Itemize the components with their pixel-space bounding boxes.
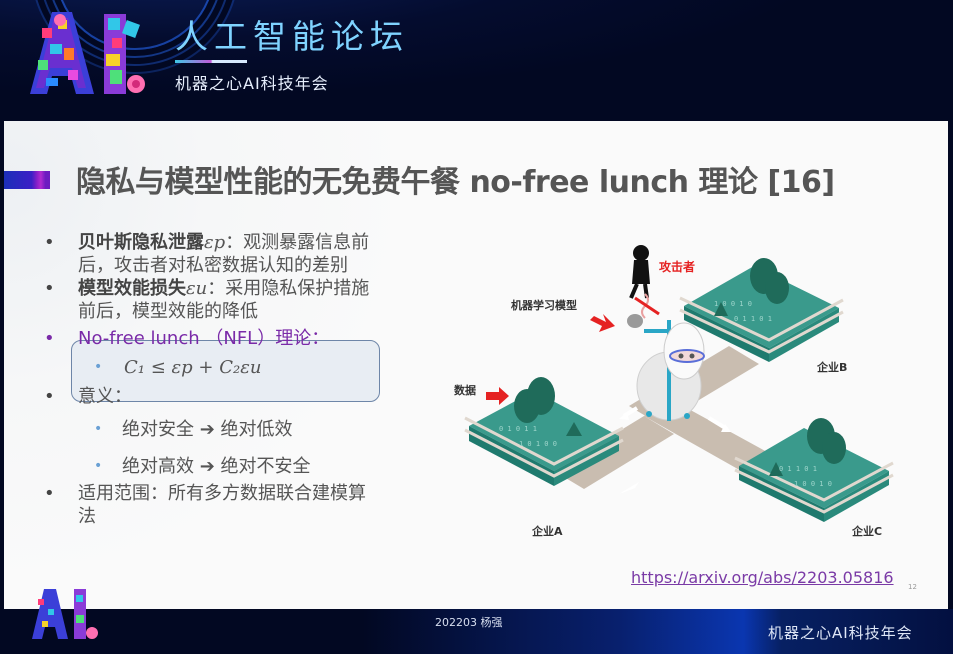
nfl-formula: C₁ ≤ εp + C₂εu	[124, 357, 262, 378]
ai-logo-small-icon	[32, 589, 98, 639]
bullet-text: 法	[78, 506, 96, 527]
svg-text:0 1 1 0 1: 0 1 1 0 1	[734, 315, 772, 323]
bullet-text: 后，攻击者对私密数据认知的差别	[78, 255, 348, 276]
sub-bullet-dot: •	[94, 458, 103, 474]
date-and-author: 202203 杨强	[435, 616, 503, 629]
federated-learning-illustration: 0 1 0 1 1 1 0 1 0 0 1 0 0 1 0 0 1 1 0 1 0 …	[454, 236, 929, 556]
bullet-dot: •	[44, 483, 55, 504]
bullet-dot: •	[44, 278, 55, 299]
svg-text:1 0 0 1 0: 1 0 0 1 0	[794, 480, 832, 488]
forum-subtitle: 机器之心AI科技年会	[175, 74, 329, 93]
isometric-scene-icon: 0 1 0 1 1 1 0 1 0 0 1 0 0 1 0 0 1 1 0 1 0 …	[464, 245, 894, 522]
svg-text:0 1 0 1 1: 0 1 0 1 1	[499, 425, 537, 433]
footer-bar	[0, 609, 953, 654]
bullet-text: 意义：	[78, 386, 132, 407]
attacker-label: 攻击者	[659, 260, 696, 274]
term-label: 模型效能损失	[78, 278, 186, 299]
bullet-scope: • 适用范围：所有多方数据联合建模算 法	[40, 482, 430, 528]
svg-text:0 1 1 0 1: 0 1 1 0 1	[779, 465, 817, 473]
sub-bullet-dot: •	[94, 421, 103, 437]
bullet-significance: • 意义：	[40, 385, 430, 408]
nfl-highlight-box	[71, 340, 380, 402]
bullet-text: ：观测暴露信息前	[225, 232, 370, 253]
page-number: 12	[908, 583, 917, 591]
company-a-label: 企业A	[532, 525, 563, 538]
bullet-dot: •	[44, 232, 55, 253]
bullet-text: No-free lunch （NFL）理论：	[78, 328, 330, 349]
sub-bullet-efficient: • 绝对高效 ➔ 绝对不安全	[40, 455, 430, 478]
svg-text:1 0 0 1 0: 1 0 0 1 0	[714, 300, 752, 308]
bullet-list: • 贝叶斯隐私泄露εp：观测暴露信息前 后，攻击者对私密数据认知的差别 • 模型…	[40, 231, 430, 528]
bullet-text: 绝对安全 ➔ 绝对低效	[122, 419, 293, 440]
bullet-dot: •	[44, 328, 55, 349]
bullet-text: 适用范围：所有多方数据联合建模算	[78, 483, 366, 504]
term-label: 贝叶斯隐私泄露	[78, 232, 204, 253]
bullet-bayesian-leakage: • 贝叶斯隐私泄露εp：观测暴露信息前 后，攻击者对私密数据认知的差别	[40, 231, 430, 277]
bullet-utility-loss: • 模型效能损失εu：采用隐私保护措施 前后，模型效能的降低	[40, 277, 430, 323]
math-symbol: εp	[204, 232, 226, 253]
math-symbol: εu	[186, 278, 208, 299]
title-accent-bar	[4, 171, 50, 189]
conference-banner: 人工智能论坛 机器之心AI科技年会	[0, 0, 953, 121]
title-underline	[175, 60, 247, 63]
forum-title: 人工智能论坛	[175, 17, 409, 56]
company-b-label: 企业B	[817, 361, 848, 374]
sub-bullet-formula: • C₁ ≤ εp + C₂εu	[40, 356, 430, 379]
svg-text:1 0 1 0 0: 1 0 1 0 0	[519, 440, 557, 448]
bullet-text: ：采用隐私保护措施	[207, 278, 370, 299]
bullet-text: 前后，模型效能的降低	[78, 301, 258, 322]
data-label: 数据	[454, 384, 476, 397]
arxiv-reference-link[interactable]: https://arxiv.org/abs/2203.05816	[631, 568, 894, 587]
ai-logo-icon	[30, 12, 145, 94]
slide-title: 隐私与模型性能的无免费午餐 no-free lunch 理论 [16]	[76, 165, 835, 200]
presentation-slide: 隐私与模型性能的无免费午餐 no-free lunch 理论 [16] • 贝叶…	[4, 121, 948, 609]
bullet-nfl-theory: • No-free lunch （NFL）理论：	[40, 327, 430, 350]
footer-brand: 机器之心AI科技年会	[768, 624, 913, 642]
sub-bullet-dot: •	[94, 359, 103, 375]
bullet-text: 绝对高效 ➔ 绝对不安全	[122, 456, 311, 477]
ml-model-label: 机器学习模型	[511, 299, 577, 312]
bullet-dot: •	[44, 386, 55, 407]
sub-bullet-secure: • 绝对安全 ➔ 绝对低效	[40, 418, 430, 441]
company-c-label: 企业C	[852, 525, 883, 538]
